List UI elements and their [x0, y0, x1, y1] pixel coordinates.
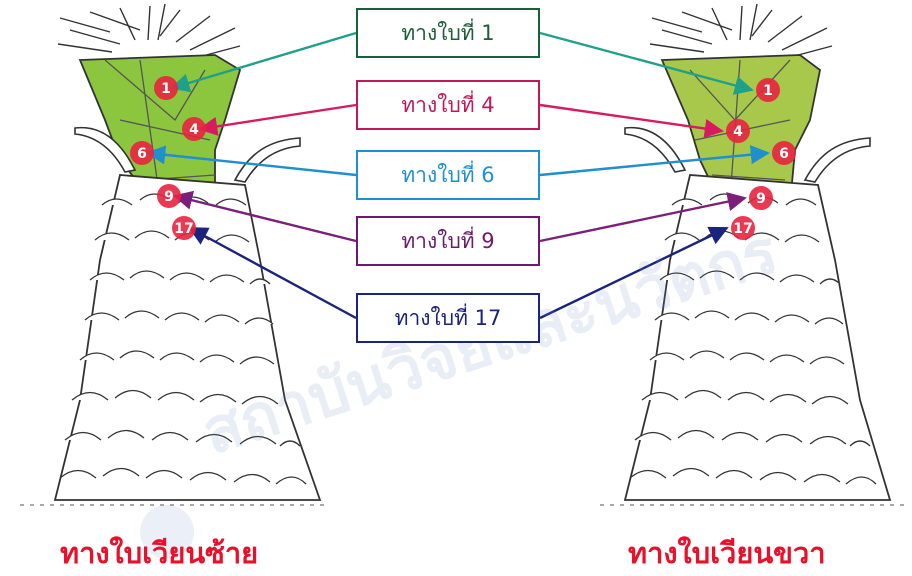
badge-right-leaf-9: 9 — [749, 186, 773, 210]
badge-right-leaf-17: 17 — [731, 216, 755, 240]
label-box-leaf-1: ทางใบที่ 1 — [356, 8, 540, 58]
badge-right-leaf-6: 6 — [772, 141, 796, 165]
label-box-leaf-6: ทางใบที่ 6 — [356, 150, 540, 200]
svg-text:17: 17 — [174, 221, 193, 237]
arrow-left-leaf-17 — [188, 226, 357, 320]
svg-text:6: 6 — [137, 146, 147, 162]
badge-left-leaf-1: 1 — [154, 76, 178, 100]
left-trunk — [53, 174, 322, 501]
watermark-logo — [140, 505, 194, 559]
badge-left-leaf-9: 9 — [157, 184, 181, 208]
arrow-left-leaf-9 — [173, 190, 357, 243]
label-text-leaf-1: ทางใบที่ 1 — [401, 20, 495, 45]
svg-text:17: 17 — [733, 221, 752, 237]
svg-text:9: 9 — [164, 189, 174, 205]
arrow-right-leaf-4 — [539, 103, 724, 139]
label-box-leaf-17: ทางใบที่ 17 — [356, 293, 540, 343]
badge-right-leaf-4: 4 — [726, 119, 750, 143]
arrow-left-leaf-1 — [170, 31, 357, 93]
right-trunk-scales — [629, 193, 877, 485]
caption-right-spiral: ทางใบเวียนขวา — [628, 536, 826, 570]
arrow-left-leaf-4 — [198, 103, 357, 136]
right-palm-tree — [600, 3, 905, 506]
label-text-leaf-4: ทางใบที่ 4 — [401, 92, 495, 117]
arrow-left-leaf-6 — [146, 145, 357, 177]
svg-text:1: 1 — [763, 83, 773, 99]
left-trunk-scales — [59, 193, 307, 485]
arrow-right-leaf-6 — [539, 145, 770, 177]
label-text-leaf-6: ทางใบที่ 6 — [401, 162, 495, 187]
label-box-leaf-4: ทางใบที่ 4 — [356, 80, 540, 130]
svg-text:4: 4 — [733, 124, 743, 140]
caption-left-spiral: ทางใบเวียนซ้าย — [60, 536, 259, 570]
right-trunk — [623, 174, 892, 501]
label-box-leaf-9: ทางใบที่ 9 — [356, 216, 540, 266]
badge-left-leaf-6: 6 — [130, 141, 154, 165]
arrow-right-leaf-17 — [539, 226, 729, 320]
arrows-layer — [146, 31, 770, 320]
badge-left-leaf-4: 4 — [182, 117, 206, 141]
svg-text:1: 1 — [161, 81, 171, 97]
badge-left-leaf-17: 17 — [172, 216, 196, 240]
svg-text:4: 4 — [189, 122, 199, 138]
label-text-leaf-17: ทางใบที่ 17 — [394, 305, 502, 330]
badge-right-leaf-1: 1 — [756, 78, 780, 102]
label-text-leaf-9: ทางใบที่ 9 — [401, 228, 495, 253]
arrow-right-leaf-9 — [539, 192, 747, 243]
left-frond-tips — [57, 3, 241, 59]
svg-text:6: 6 — [779, 146, 789, 162]
left-palm-tree — [20, 3, 330, 506]
right-frond-tips — [649, 3, 833, 59]
arrow-right-leaf-1 — [539, 31, 754, 95]
svg-text:9: 9 — [756, 191, 766, 207]
